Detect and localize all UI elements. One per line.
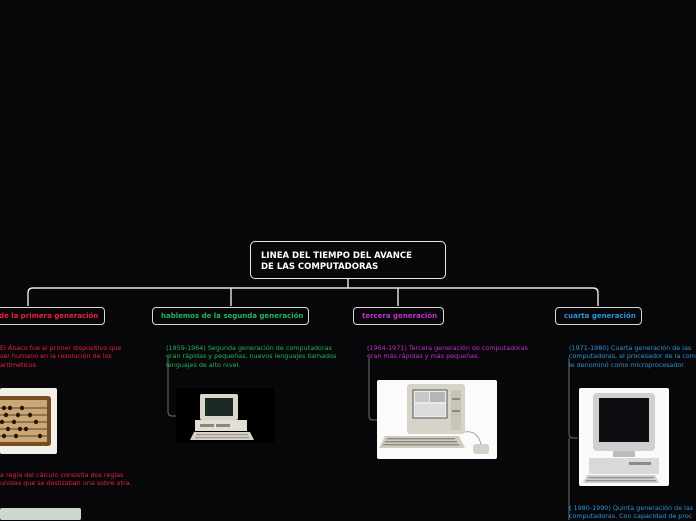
note-cuarta-generacion: (1971-1980) Cuarta generación de las com… bbox=[569, 344, 696, 369]
root-topic[interactable]: LINEA DEL TIEMPO DEL AVANCE DE LAS COMPU… bbox=[250, 241, 446, 279]
root-title-line1: LINEA DEL TIEMPO DEL AVANCE bbox=[261, 251, 412, 261]
topic-segunda-generacion[interactable]: hablemos de la segunda generación bbox=[152, 307, 309, 325]
topic-tercera-generacion[interactable]: tercera generación bbox=[353, 307, 444, 325]
topic-label: tercera generación bbox=[362, 312, 438, 320]
topic-label: hablemos de la segunda generación bbox=[161, 312, 304, 320]
second-gen-computer-image bbox=[176, 388, 274, 443]
note-tercera-generacion: (1964-1971) Tercera generación de comput… bbox=[367, 344, 528, 361]
third-gen-computer-image bbox=[377, 380, 497, 459]
note-primera-generacion: El Ábaco fue el primer dispositivo que s… bbox=[0, 344, 122, 369]
note-quinta-generacion: ( 1980-1990) Quinta generación de las co… bbox=[569, 504, 694, 521]
topic-cuarta-generacion[interactable]: cuarta generación bbox=[555, 307, 642, 325]
abacus-image bbox=[0, 388, 57, 454]
topic-label: cuarta generación bbox=[564, 312, 636, 320]
topic-label: de la primera generación bbox=[0, 312, 99, 320]
root-title-line2: DE LAS COMPUTADORAS bbox=[261, 262, 379, 272]
topic-primera-generacion[interactable]: de la primera generación bbox=[0, 307, 105, 325]
slide-rule-image bbox=[0, 508, 81, 520]
note-segunda-generacion: (1959-1964) Segunda generación de comput… bbox=[166, 344, 337, 369]
note-regla-calculo: a regla del cálculo consistía dos reglas… bbox=[0, 471, 132, 488]
fourth-gen-computer-image bbox=[579, 388, 669, 486]
